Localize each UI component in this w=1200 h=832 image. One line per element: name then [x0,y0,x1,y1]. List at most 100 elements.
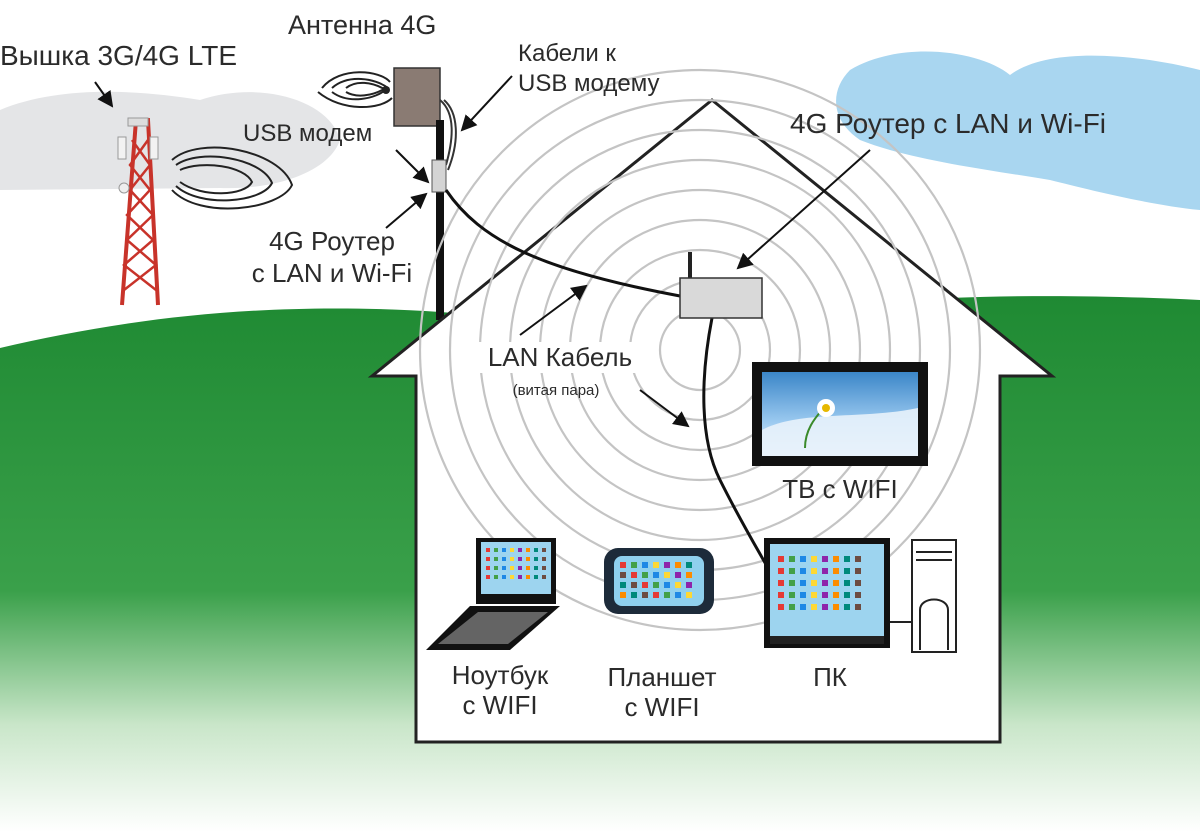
laptop-app-icon [526,566,530,570]
cables-label-line1: Кабели к [518,40,616,67]
pc-desktop-icon [811,556,817,562]
laptop-app-icon [494,575,498,579]
pc-desktop-icon [811,568,817,574]
cell-tower-icon [117,117,160,306]
tablet-app-icon [631,592,637,598]
tablet-app-icon [642,592,648,598]
tablet-app-icon [631,572,637,578]
tablet-app-icon [642,582,648,588]
pc-desktop-icon [778,568,784,574]
router-indoor-label: 4G Роутер с LAN и Wi-Fi [790,108,1107,139]
laptop-app-icon [526,557,530,561]
tablet-app-icon [686,592,692,598]
lan-cable-arrow-2 [639,389,690,428]
antenna-cables [439,99,457,171]
tablet-app-icon [664,562,670,568]
mast [436,120,444,320]
pc-desktop-icon [855,568,861,574]
tablet-app-icon [653,582,659,588]
pc-desktop-icon [855,592,861,598]
pc-desktop-icon [789,592,795,598]
pc-desktop-icon [833,568,839,574]
router-outdoor-label-line2: с LAN и Wi-Fi [251,258,413,288]
laptop-app-icon [502,548,506,552]
tablet-app-icon [631,582,637,588]
laptop-app-icon [534,548,538,552]
cables-arrow [460,75,513,132]
laptop-app-icon [486,566,490,570]
pc-desktop-icon [844,604,850,610]
pc-desktop-icon [833,604,839,610]
laptop-label-line1: Ноутбук [451,660,549,690]
cables-label-line2: USB модему [518,70,660,97]
laptop-app-icon [542,548,546,552]
pc-desktop-icon [789,556,795,562]
tower-label-arrow [94,81,114,108]
sky-patch [836,51,1200,210]
laptop-app-icon [542,575,546,579]
laptop-app-icon [502,566,506,570]
laptop-app-icon [502,575,506,579]
pc-desktop-icon [789,580,795,586]
laptop-app-icon [510,557,514,561]
laptop-app-icon [526,575,530,579]
pc-desktop-icon [822,604,828,610]
pc-desktop-icon [811,580,817,586]
laptop-app-icon [518,575,522,579]
antenna-label: Антенна 4G [288,10,437,40]
tablet-app-icon [642,572,648,578]
tablet-app-icon [620,592,626,598]
laptop-icon [426,538,560,650]
antenna-icon [317,67,441,127]
pc-desktop-icon [844,556,850,562]
tablet-app-icon [686,562,692,568]
laptop-app-icon [510,575,514,579]
pc-label: ПК [813,662,847,692]
router-to-pc-cable [702,317,770,569]
laptop-app-icon [518,566,522,570]
pc-desktop-icon [778,592,784,598]
pc-desktop-icon [855,556,861,562]
tablet-app-icon [642,562,648,568]
tower-label: Вышка 3G/4G LTE [0,40,238,71]
laptop-app-icon [486,557,490,561]
pc-desktop-icon [822,556,828,562]
pc-desktop-icon [822,592,828,598]
laptop-label-line2: с WIFI [462,690,538,720]
tablet-app-icon [620,572,626,578]
router-outdoor-arrow [385,192,428,229]
laptop-app-icon [534,575,538,579]
pc-desktop-icon [844,592,850,598]
tablet-app-icon [675,582,681,588]
pc-desktop-icon [844,580,850,586]
pc-desktop-icon [833,556,839,562]
tablet-app-icon [686,572,692,578]
pc-tower-icon [911,539,957,653]
tablet-app-icon [653,562,659,568]
tablet-app-icon [631,562,637,568]
pc-desktop-icon [800,604,806,610]
laptop-app-icon [526,548,530,552]
tablet-app-icon [653,572,659,578]
laptop-app-icon [534,557,538,561]
laptop-app-icon [494,557,498,561]
tv-label: ТВ с WIFI [782,474,898,504]
laptop-app-icon [486,548,490,552]
lan-cable-sublabel: (витая пара) [512,382,600,399]
pc-desktop-icon [789,604,795,610]
laptop-app-icon [542,557,546,561]
lan-cable-label: LAN Кабель [466,342,654,373]
laptop-app-icon [494,548,498,552]
laptop-app-icon [518,548,522,552]
usb-modem-arrow [395,149,430,184]
tablet-app-icon [620,582,626,588]
laptop-app-icon [534,566,538,570]
pc-desktop-icon [855,580,861,586]
pc-desktop-icon [778,604,784,610]
lan-cable-arrow [519,284,588,336]
pc-desktop-icon [833,592,839,598]
pc-desktop-icon [800,580,806,586]
cloud-left [0,91,340,190]
